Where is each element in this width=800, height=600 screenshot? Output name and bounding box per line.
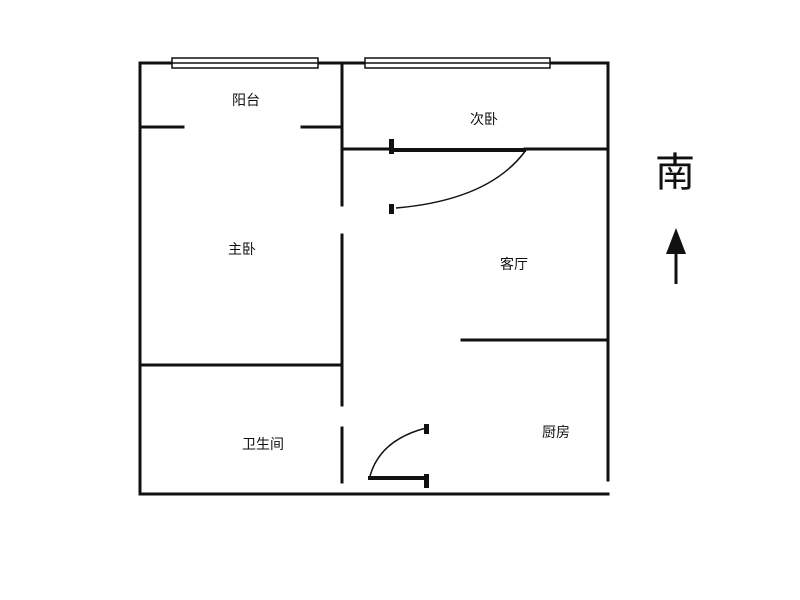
compass-direction-label: 南 — [655, 150, 695, 196]
compass: 南 — [655, 150, 695, 284]
interior-walls — [138, 61, 608, 484]
arrow-up-head — [666, 228, 686, 254]
door-second-bedroom — [389, 139, 527, 214]
door-jamb-lower — [389, 204, 394, 214]
room-label-bathroom: 卫生间 — [242, 437, 284, 453]
door-lower-swing-arc — [369, 427, 427, 477]
windows — [171, 57, 551, 69]
outer-walls — [138, 61, 610, 496]
room-label-second-bedroom: 次卧 — [470, 112, 498, 128]
door-lower — [368, 424, 429, 488]
room-label-master-bedroom: 主卧 — [228, 242, 256, 258]
door-swing-arc — [395, 149, 527, 209]
door-lower-post-bottom — [424, 474, 429, 488]
room-label-kitchen: 厨房 — [542, 425, 570, 441]
door-lower-post-top — [424, 424, 429, 434]
door-jamb-upper — [389, 139, 394, 154]
room-label-balcony: 阳台 — [232, 93, 260, 109]
room-label-living-room: 客厅 — [500, 256, 528, 273]
arrow-up-icon — [666, 228, 686, 284]
